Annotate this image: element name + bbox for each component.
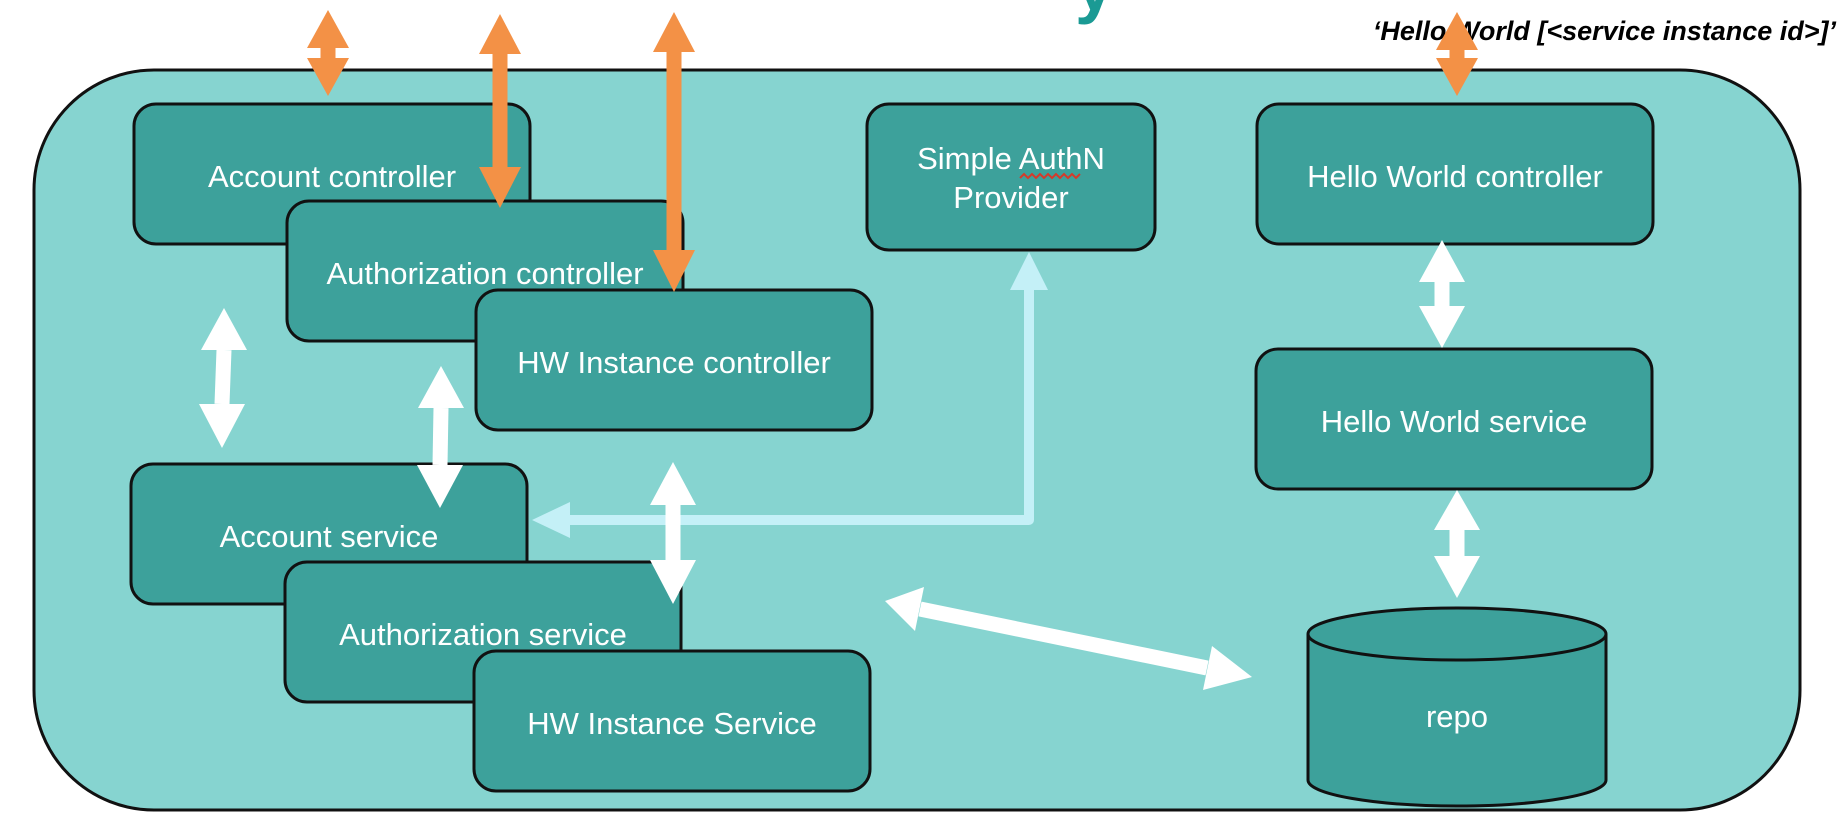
hello-world-controller-external-arrow bbox=[1436, 12, 1478, 96]
hw-instance-service-box: HW Instance Service bbox=[472, 649, 872, 793]
authorization-controller-external-arrow bbox=[479, 14, 521, 208]
hello-world-controller-service-arrow bbox=[1419, 240, 1465, 348]
authorization-service-label: Authorization service bbox=[339, 617, 627, 652]
hw-services-repo-arrow bbox=[885, 587, 1252, 690]
spellcheck-underline bbox=[1019, 172, 1081, 180]
title-fragment: y bbox=[1075, 0, 1114, 25]
hello-world-service-box: Hello World service bbox=[1254, 347, 1654, 491]
hello-world-service-label: Hello World service bbox=[1321, 404, 1587, 439]
authorization-controller-label: Authorization controller bbox=[326, 256, 643, 291]
account-controller-label: Account controller bbox=[208, 159, 456, 194]
account-controller-external-arrow bbox=[307, 10, 349, 96]
hello-world-service-repo-arrow bbox=[1434, 490, 1480, 598]
authn-to-account-service-arrow bbox=[532, 252, 1048, 538]
hw-instance-controller-box: HW Instance controller bbox=[474, 288, 874, 432]
account-service-label: Account service bbox=[220, 519, 439, 554]
simple-authn-provider-label-line2: Provider bbox=[953, 180, 1068, 215]
authorization-controller-service-arrow bbox=[417, 366, 464, 508]
hello-world-controller-label: Hello World controller bbox=[1307, 159, 1603, 194]
hw-instance-controller-label: HW Instance controller bbox=[517, 345, 831, 380]
hello-world-controller-box: Hello World controller bbox=[1255, 102, 1655, 246]
repo-database-icon: repo bbox=[1306, 606, 1608, 808]
hw-instance-service-label: HW Instance Service bbox=[527, 706, 816, 741]
hw-instance-controller-external-arrow bbox=[653, 12, 695, 292]
account-controller-service-arrow bbox=[199, 308, 247, 448]
hw-instance-controller-service-arrow bbox=[650, 462, 696, 604]
simple-authn-provider-box: Simple AuthN Provider bbox=[865, 102, 1157, 252]
simple-authn-provider-label-line1: Simple AuthN bbox=[917, 141, 1105, 176]
repo-label: repo bbox=[1426, 699, 1488, 734]
